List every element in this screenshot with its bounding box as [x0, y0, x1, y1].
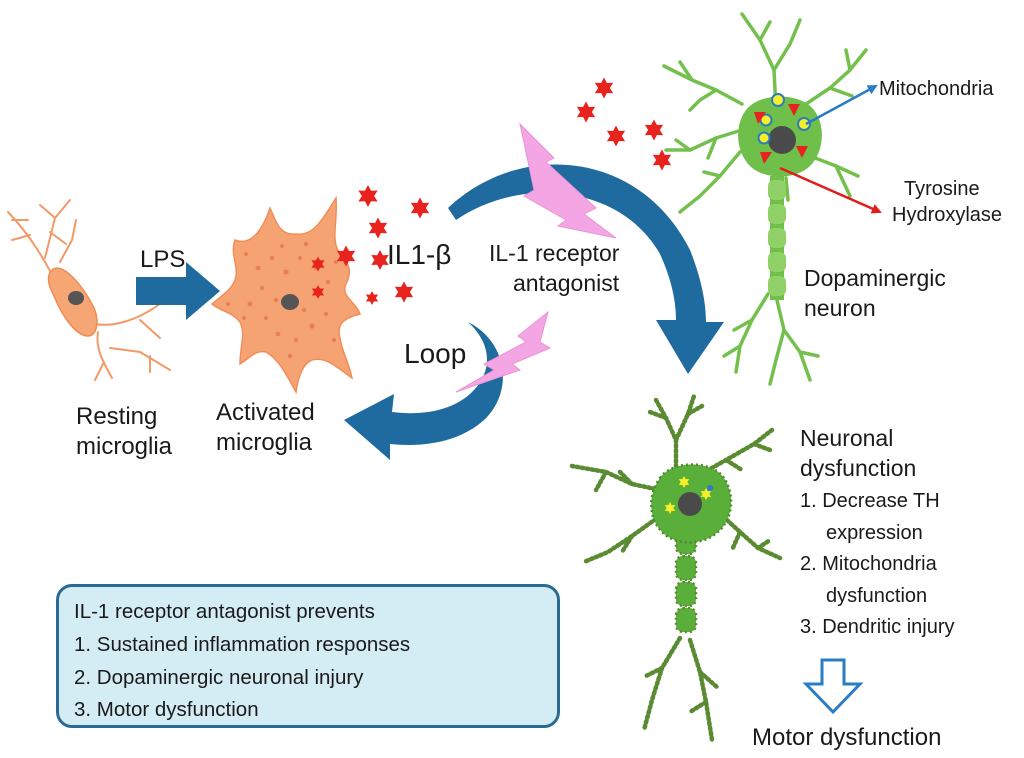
resting-microglia-label: Resting microglia: [76, 402, 172, 462]
summary-heading: IL-1 receptor antagonist prevents: [74, 600, 375, 623]
resting-label-line1: Resting: [76, 403, 158, 430]
mitochondria-dot: [707, 485, 713, 491]
dysfunction-item-line1: 3. Dendritic injury: [800, 616, 955, 639]
activated-label-line2: microglia: [216, 429, 313, 456]
lps-arrow: [136, 262, 220, 320]
mitochondria-label: Mitochondria: [879, 78, 994, 100]
curved-arrow-to-neuron: [448, 164, 724, 374]
summary-box: [56, 584, 560, 728]
loop-arrow: [344, 322, 503, 460]
tyrosine-label-line1: Tyrosine: [904, 178, 980, 200]
dysfunction-title-line2: dysfunction: [800, 454, 917, 481]
loop-label: Loop: [404, 338, 467, 369]
myelin-segments: [768, 180, 786, 296]
mitochondria-icon: [757, 93, 811, 145]
summary-item: 2. Dopaminergic neuronal injury: [74, 665, 364, 689]
dysfunction-item-line2: expression: [826, 521, 923, 544]
tyrosine-hydroxylase-icon: [754, 104, 808, 164]
dopaminergic-label-line2: neuron: [804, 294, 876, 321]
dysfunction-item-line1: 1. Decrease TH: [800, 490, 940, 512]
antagonist-label-line2: antagonist: [513, 270, 620, 296]
tyrosine-label-line2: Hydroxylase: [892, 204, 1003, 226]
tyrosine-hydroxylase-label: Tyrosine Hydroxylase: [892, 176, 1002, 228]
dysfunction-item-line1: 2. Mitochondria: [800, 553, 937, 576]
lightning-bolt-icon: [455, 310, 552, 393]
resting-microglia-nucleus: [68, 291, 84, 305]
summary-item: 1. Sustained inflammation responses: [74, 632, 411, 656]
dysfunction-item: 1. Decrease TH expression: [800, 486, 955, 549]
lps-label: LPS: [140, 246, 186, 273]
dysfunction-item: 3. Dendritic injury: [800, 612, 955, 644]
summary-text: IL-1 receptor antagonist prevents 1. Sus…: [74, 596, 410, 727]
injured-neuron-nucleus: [678, 492, 702, 516]
activated-microglia-icon: [210, 195, 361, 395]
activated-label-line1: Activated: [216, 399, 315, 426]
antagonist-label-line1: IL-1 receptor: [489, 240, 620, 266]
dopaminergic-neuron-label: Dopaminergic neuron: [804, 264, 946, 324]
activated-microglia-label: Activated microglia: [216, 398, 315, 458]
lightning-bolt-icon: [519, 122, 617, 239]
dysfunction-item: 2. Mitochondria dysfunction: [800, 549, 955, 612]
dopaminergic-neuron-nucleus: [768, 126, 796, 154]
dopaminergic-label-line1: Dopaminergic: [804, 265, 946, 291]
neuronal-dysfunction-title: Neuronal dysfunction: [800, 424, 916, 484]
injured-neuron-icon: [569, 393, 783, 743]
resting-label-line2: microglia: [76, 433, 173, 460]
il1-beta-label: IL1-β: [387, 239, 452, 270]
injured-neuron-axon: [674, 528, 698, 634]
summary-item: 3. Motor dysfunction: [74, 698, 259, 722]
dysfunction-title-line1: Neuronal: [800, 425, 894, 451]
tyrosine-hydroxylase-pointer: [779, 166, 882, 214]
dopaminergic-neuron-icon: [662, 12, 868, 386]
mitochondria-pointer: [805, 84, 878, 126]
neuronal-dysfunction-list: 1. Decrease TH expression 2. Mitochondri…: [800, 486, 955, 644]
dysfunction-item-line2: dysfunction: [826, 584, 928, 607]
down-arrow-icon: [802, 658, 864, 715]
motor-dysfunction-label: Motor dysfunction: [752, 724, 942, 751]
